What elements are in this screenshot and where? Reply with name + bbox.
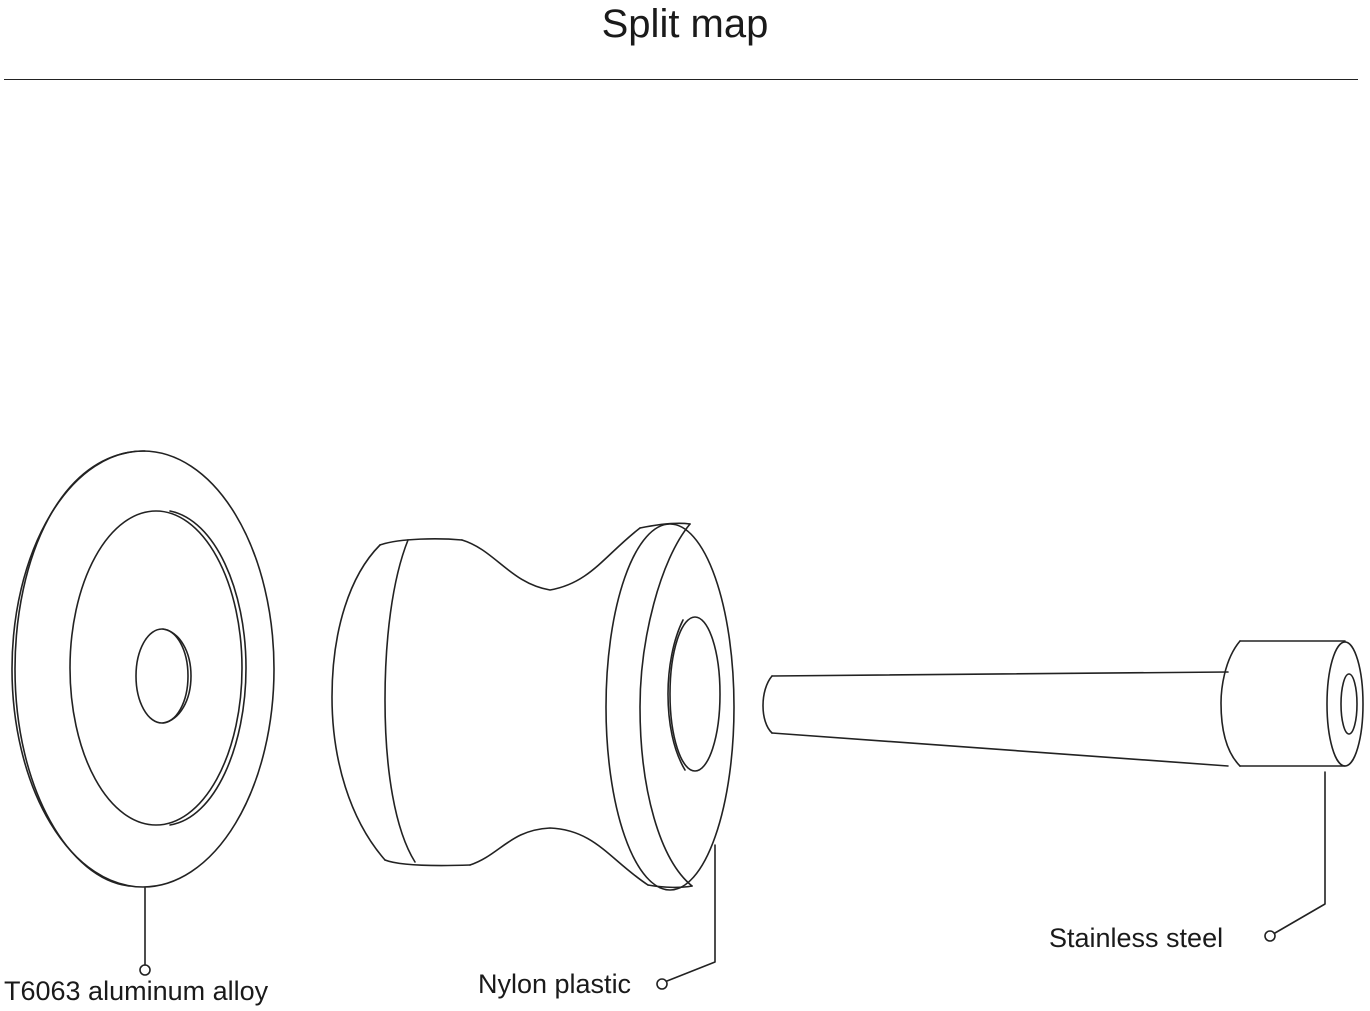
bolt-part bbox=[762, 640, 1364, 767]
spool-part bbox=[331, 522, 735, 891]
label-aluminum-alloy: T6063 aluminum alloy bbox=[4, 976, 269, 1006]
diagram-title: Split map bbox=[601, 2, 769, 46]
washer-part bbox=[11, 450, 275, 888]
title-divider bbox=[4, 79, 1358, 80]
label-nylon-plastic: Nylon plastic bbox=[478, 969, 632, 999]
label-stainless-steel: Stainless steel bbox=[1049, 923, 1224, 953]
leader-lines bbox=[139, 771, 1326, 990]
